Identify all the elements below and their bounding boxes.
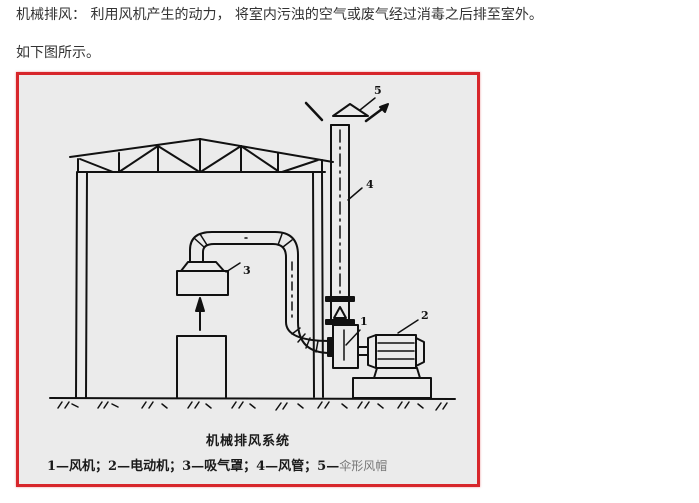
callout-1: 1 (360, 315, 368, 328)
exhaust-stack (325, 124, 363, 325)
source-equipment (176, 297, 227, 398)
callout-4: 4 (366, 178, 374, 191)
callout-5: 5 (374, 84, 382, 97)
figure-legend: 1—风机；2—电动机；3—吸气罩；4—风管；5—伞形风帽 (47, 455, 387, 474)
legend-light-text: 伞形风帽 (339, 459, 388, 473)
lead-paragraph: 如下图所示。 (16, 45, 100, 61)
legend-bold-text: 1—风机；2—电动机；3—吸气罩；4—风管；5— (47, 459, 340, 474)
callout-3: 3 (243, 264, 251, 277)
callout-2: 2 (421, 309, 429, 322)
exhaust-system-figure: 5 4 3 1 2 机械排风系统 1—风机；2—电动机；3—吸气罩；4—风管；5… (16, 72, 480, 487)
roof-truss (69, 138, 334, 173)
suction-hood (176, 261, 241, 296)
fan (332, 324, 369, 369)
motor (352, 319, 432, 399)
umbrella-cap (304, 97, 389, 123)
ground-line (49, 397, 456, 411)
intro-paragraph: 机械排风： 利用风机产生的动力， 将室内污浊的空气或废气经过消毒之后排至室外。 (16, 7, 543, 23)
building-columns (75, 171, 324, 398)
duct-bend (189, 231, 334, 357)
figure-title: 机械排风系统 (205, 434, 290, 449)
